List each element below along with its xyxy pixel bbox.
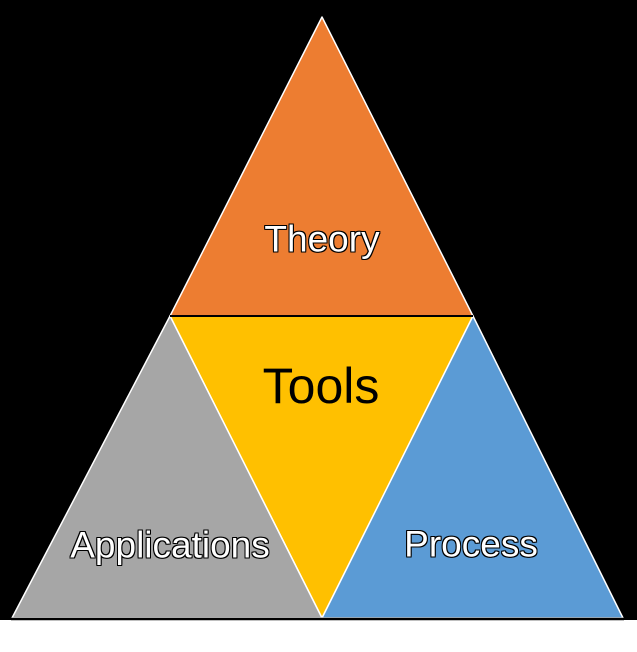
applications-label: Applications — [70, 524, 270, 566]
theory-label: Theory — [264, 218, 380, 260]
process-label: Process — [404, 523, 538, 565]
tools-label: Tools — [262, 358, 380, 414]
bottom-strip-rect — [0, 620, 637, 652]
